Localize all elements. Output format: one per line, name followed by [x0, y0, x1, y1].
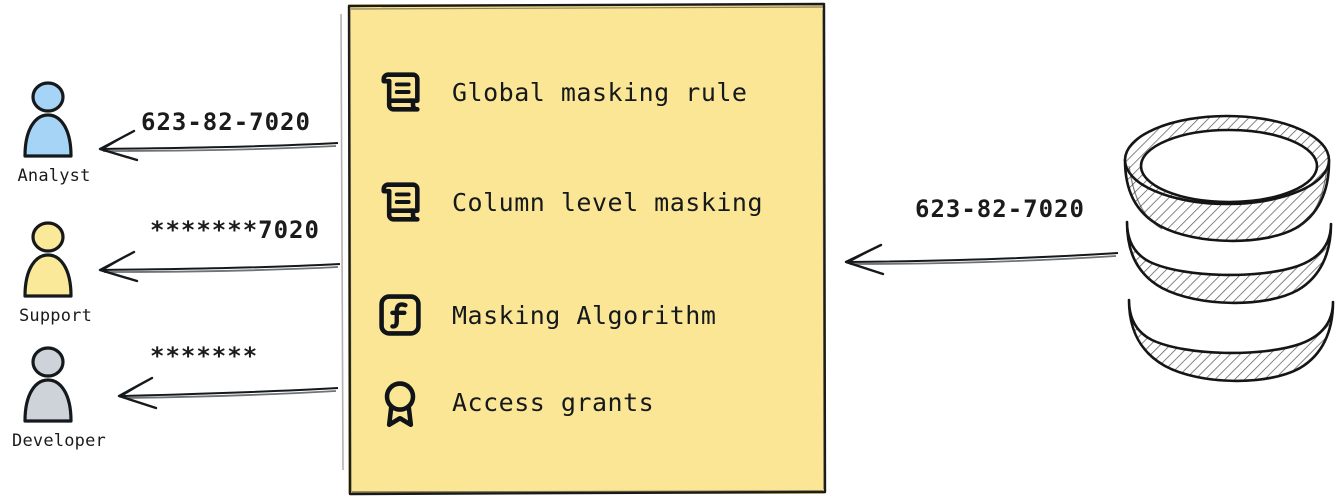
panel-item-global-masking-rule[interactable]: Global masking rule	[374, 66, 747, 118]
masking-policy-panel: Global masking rule Column level masking	[340, 2, 827, 496]
arrow-to-developer	[117, 376, 339, 410]
actor-label: Developer	[12, 431, 106, 451]
edge-label-analyst-value: 623-82-7020	[141, 108, 311, 136]
panel-item-label: Global masking rule	[452, 77, 748, 107]
function-icon	[379, 294, 421, 336]
arrow-to-analyst	[98, 129, 339, 162]
arrow-database-to-panel	[844, 243, 1119, 276]
actor-developer[interactable]: Developer	[0, 343, 120, 451]
panel-item-label: Column level masking	[452, 187, 764, 217]
arrow-to-support	[98, 250, 341, 283]
panel-item-column-level-masking[interactable]: Column level masking	[374, 176, 763, 228]
panel-item-label: Access grants	[452, 387, 655, 417]
actor-analyst[interactable]: Analyst	[0, 78, 120, 186]
panel-item-masking-algorithm[interactable]: Masking Algorithm	[374, 289, 716, 341]
actor-support[interactable]: Support	[0, 218, 120, 326]
scroll-icon	[381, 72, 420, 112]
award-icon	[384, 381, 416, 428]
edge-label-support-value: *******7020	[150, 216, 320, 244]
actor-label: Support	[18, 306, 93, 326]
scroll-icon	[381, 182, 420, 222]
edge-label-source-value: 623-82-7020	[915, 195, 1085, 223]
person-icon	[0, 343, 120, 429]
panel-item-access-grants[interactable]: Access grants	[374, 376, 654, 428]
edge-label-developer-value: *******	[150, 342, 259, 370]
person-icon	[0, 78, 120, 164]
panel-item-label: Masking Algorithm	[452, 300, 717, 330]
panel-item-list: Global masking rule Column level masking	[348, 4, 825, 494]
actor-label: Analyst	[17, 166, 91, 186]
person-icon	[0, 218, 120, 304]
